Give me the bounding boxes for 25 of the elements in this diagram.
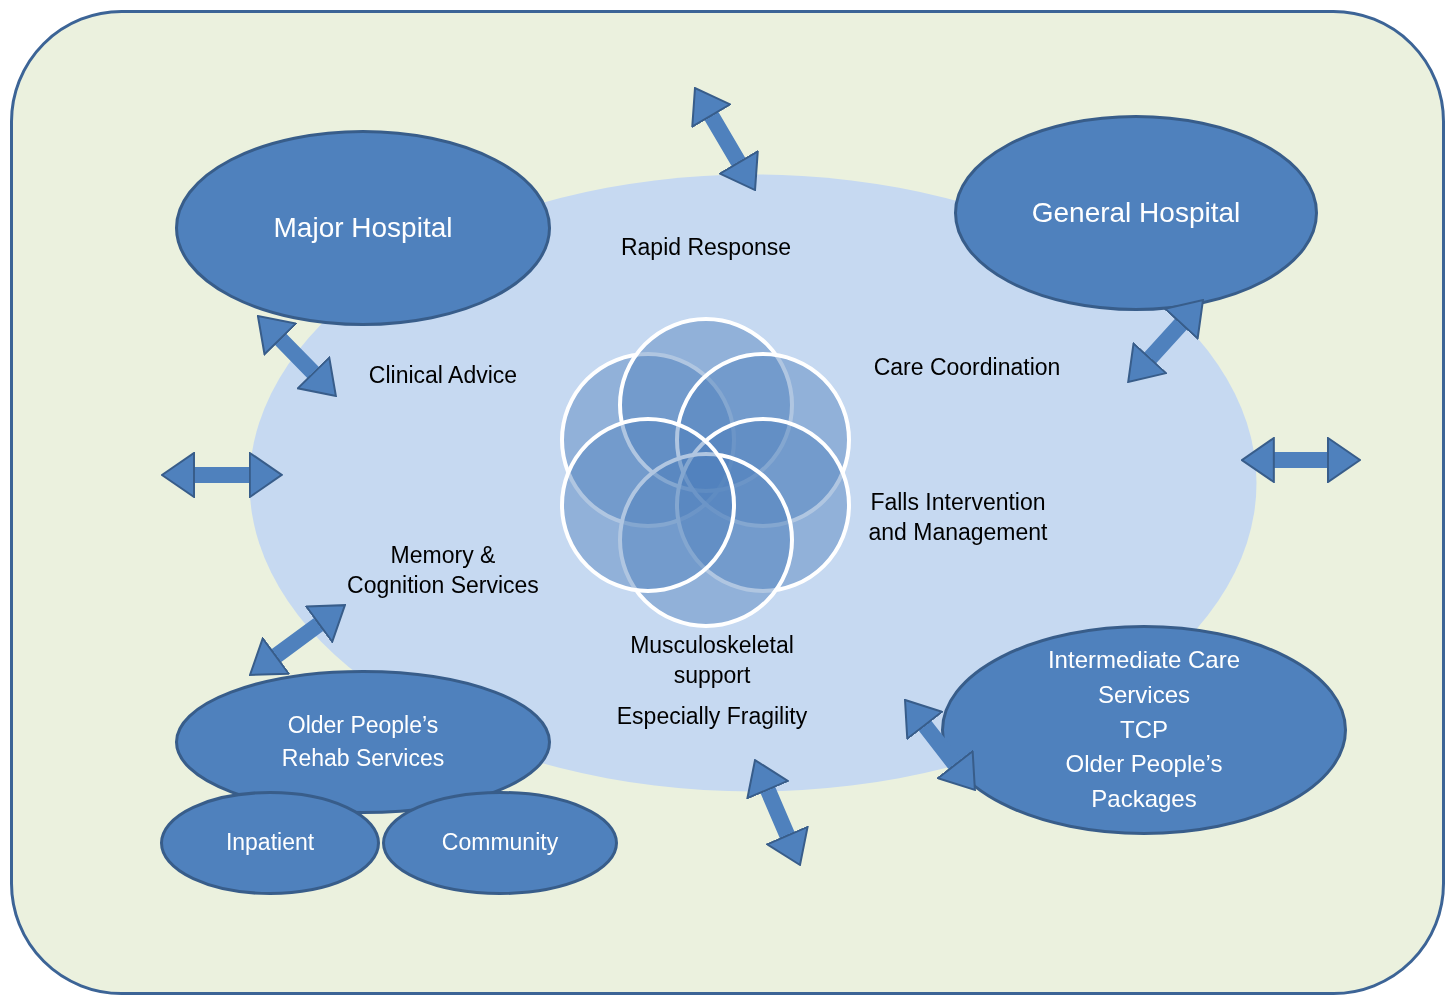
double-arrow <box>161 451 283 498</box>
service-label: Clinical Advice <box>368 361 518 391</box>
node-label: Older People’s Packages <box>1064 749 1224 815</box>
service-label: Musculoskeletal support <box>629 631 795 690</box>
service-ellipse <box>382 791 618 895</box>
rounded-panel <box>10 10 1445 995</box>
node-label: TCP <box>1120 714 1168 745</box>
node-label: General Hospital <box>1031 195 1241 230</box>
node-label: Major Hospital <box>273 210 453 245</box>
service-label: Especially Fragility <box>616 702 808 732</box>
double-arrow <box>1240 437 1361 484</box>
node-label: Intermediate Care Services <box>1046 645 1242 710</box>
hospital-ellipse <box>954 115 1318 311</box>
hospital-ellipse <box>175 130 551 326</box>
service-ellipse <box>175 670 551 814</box>
service-label: Falls Intervention and Management <box>867 488 1049 547</box>
service-label: Care Coordination <box>873 353 1061 383</box>
service-label: Rapid Response <box>620 233 792 263</box>
service-ellipse <box>941 625 1347 835</box>
double-arrow <box>746 757 809 869</box>
service-label: Memory & Cognition Services <box>346 541 540 600</box>
node-label: Inpatient <box>225 828 315 858</box>
service-ellipse <box>160 791 380 895</box>
node-label: Older People’s Rehab Services <box>280 710 446 773</box>
node-label: Community <box>441 828 559 858</box>
